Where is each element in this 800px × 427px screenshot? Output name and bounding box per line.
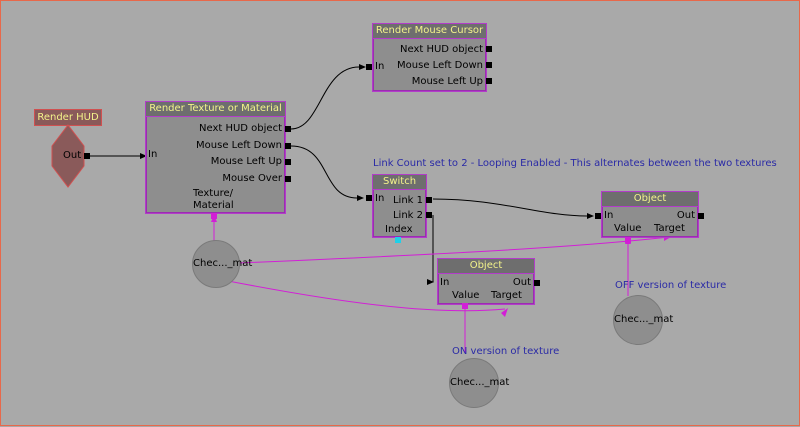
object-on-out-label: Out bbox=[512, 277, 531, 288]
var-wire-main-to-off-target bbox=[238, 236, 670, 264]
switch-comment: Link Count set to 2 - Looping Enabled - … bbox=[373, 158, 777, 169]
object-on-value-label: Value bbox=[452, 290, 480, 301]
render-texture-mouse-left-down-port[interactable] bbox=[285, 143, 291, 149]
switch-link-2-port[interactable] bbox=[426, 212, 432, 218]
render-cursor-output-mouse-left-down: Mouse Left Down bbox=[397, 60, 483, 71]
on-texture-comment: ON version of texture bbox=[452, 346, 560, 357]
object-off-in-port[interactable] bbox=[595, 213, 601, 219]
object-on-value-port[interactable] bbox=[462, 303, 468, 309]
render-texture-var-label-2: Material bbox=[193, 200, 234, 211]
render-hud-out-label: Out bbox=[63, 150, 82, 161]
var-arrow-on-target bbox=[501, 308, 508, 317]
wire-link1-to-off bbox=[432, 198, 588, 217]
render-cursor-output-next-hud: Next HUD object bbox=[399, 44, 483, 55]
render-texture-mouse-over-port[interactable] bbox=[285, 176, 291, 182]
object-off-value-port[interactable] bbox=[625, 237, 631, 243]
render-texture-output-next-hud: Next HUD object bbox=[198, 123, 282, 134]
object-off-out-label: Out bbox=[676, 210, 695, 221]
render-texture-var-label-1: Texture/ bbox=[193, 188, 233, 199]
switch-in-port[interactable] bbox=[366, 195, 372, 201]
off-texture-comment: OFF version of texture bbox=[615, 280, 727, 291]
material-var-off[interactable]: Chec..._mat bbox=[613, 295, 674, 345]
wire-link2-to-on bbox=[427, 215, 434, 283]
material-var-main[interactable]: Chec..._mat bbox=[192, 240, 253, 288]
render-cursor-node[interactable]: Render Mouse Cursor In Next HUD object M… bbox=[372, 23, 487, 92]
switch-link-1-port[interactable] bbox=[426, 197, 432, 203]
wire-arrow-off bbox=[587, 213, 594, 219]
switch-node[interactable]: Switch In Link 1 Link 2 Index bbox=[372, 174, 427, 238]
render-texture-output-mouse-left-up: Mouse Left Up bbox=[210, 156, 282, 167]
var-wire-main-to-on-target bbox=[222, 279, 506, 312]
material-var-on-label: Chec..._mat bbox=[450, 377, 510, 388]
switch-output-link-1: Link 1 bbox=[392, 195, 423, 206]
render-texture-mouse-left-up-port[interactable] bbox=[285, 159, 291, 165]
render-texture-output-mouse-over: Mouse Over bbox=[222, 173, 282, 184]
object-off-value-label: Value bbox=[614, 223, 642, 234]
object-on-node[interactable]: Object In Out Value Target bbox=[437, 258, 535, 305]
object-off-in-label: In bbox=[604, 210, 614, 221]
wire-arrow-hud bbox=[140, 153, 147, 159]
render-texture-node[interactable]: Render Texture or Material In Next HUD o… bbox=[145, 101, 286, 214]
object-off-node[interactable]: Object In Out Value Target bbox=[601, 191, 699, 238]
render-cursor-output-mouse-left-up: Mouse Left Up bbox=[411, 76, 483, 87]
object-on-target-label: Target bbox=[491, 290, 522, 301]
switch-output-link-2: Link 2 bbox=[392, 210, 423, 221]
object-on-out-port[interactable] bbox=[534, 280, 540, 286]
render-cursor-in-port[interactable] bbox=[366, 64, 372, 70]
object-on-in-label: In bbox=[440, 277, 450, 288]
wire-render-to-cursor bbox=[290, 66, 360, 130]
object-on-title: Object bbox=[438, 259, 534, 274]
object-off-target-label: Target bbox=[654, 223, 685, 234]
switch-index-label: Index bbox=[385, 224, 413, 235]
object-off-title: Object bbox=[602, 192, 698, 207]
render-hud-event-shape[interactable] bbox=[51, 124, 85, 188]
material-var-off-label: Chec..._mat bbox=[614, 314, 674, 325]
render-cursor-title: Render Mouse Cursor bbox=[373, 24, 486, 39]
render-texture-output-mouse-left-down: Mouse Left Down bbox=[196, 140, 282, 151]
render-cursor-next-hud-port[interactable] bbox=[486, 46, 492, 52]
wire-render-to-switch bbox=[290, 145, 358, 199]
render-texture-in-label: In bbox=[148, 149, 158, 160]
material-var-on[interactable]: Chec..._mat bbox=[449, 358, 510, 408]
render-texture-next-hud-port[interactable] bbox=[285, 126, 291, 132]
render-hud-out-port[interactable] bbox=[84, 153, 90, 159]
render-texture-material-port[interactable] bbox=[211, 213, 217, 219]
object-off-out-port[interactable] bbox=[698, 213, 704, 219]
render-cursor-in-label: In bbox=[375, 61, 385, 72]
switch-in-label: In bbox=[375, 193, 385, 204]
wire-arrow-switch bbox=[357, 195, 364, 201]
wire-arrow-cursor bbox=[359, 64, 366, 70]
wire-arrow-on bbox=[427, 279, 434, 285]
switch-title: Switch bbox=[373, 175, 426, 190]
render-texture-title: Render Texture or Material bbox=[146, 102, 285, 117]
material-var-main-label: Chec..._mat bbox=[193, 258, 253, 269]
render-cursor-mouse-left-up-port[interactable] bbox=[486, 78, 492, 84]
switch-index-port[interactable] bbox=[395, 237, 401, 243]
render-cursor-mouse-left-down-port[interactable] bbox=[486, 62, 492, 68]
